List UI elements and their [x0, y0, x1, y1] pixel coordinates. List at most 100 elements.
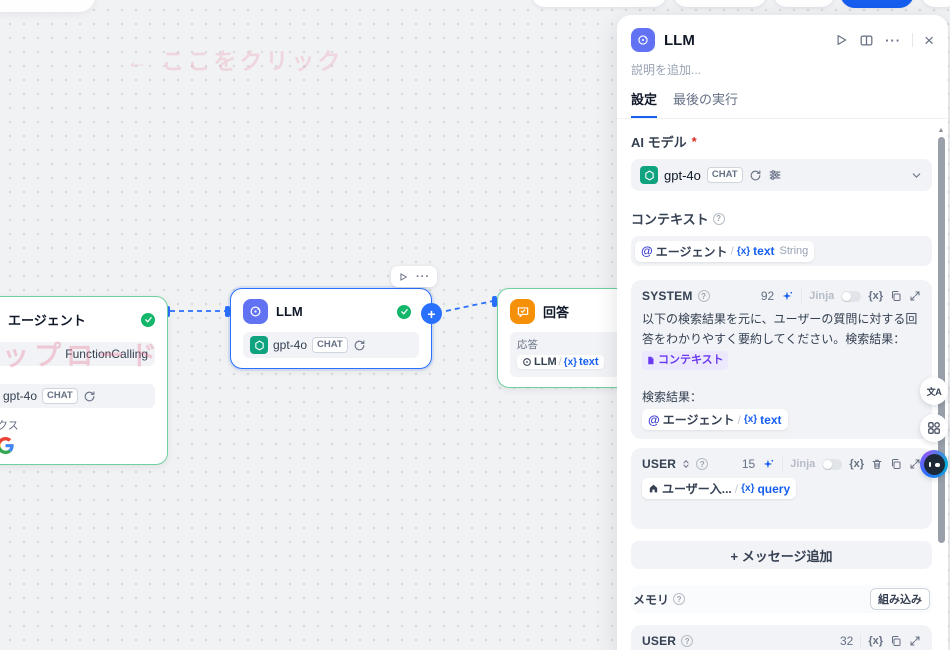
memory-builtin-badge: 組み込み: [870, 588, 930, 611]
split-view-icon[interactable]: [859, 33, 874, 48]
info-icon: ?: [697, 290, 710, 302]
run-node-icon[interactable]: [398, 272, 408, 282]
apps-grid-button[interactable]: [920, 414, 948, 442]
success-check-icon: [141, 312, 155, 327]
robot-face-icon: [923, 453, 945, 475]
tab-last-run[interactable]: 最後の実行: [673, 92, 739, 107]
more-icon[interactable]: ···: [885, 32, 902, 48]
context-badge: コンテキスト: [642, 350, 728, 370]
model-selector[interactable]: gpt-4o CHAT: [631, 159, 932, 191]
chip-slash: /: [737, 412, 741, 427]
chip-var-type: String: [779, 245, 809, 257]
openai-icon: [250, 336, 268, 354]
copy-icon[interactable]: [890, 290, 902, 302]
translate-button[interactable]: 文A: [920, 377, 948, 405]
model-type-badge: CHAT: [706, 167, 743, 183]
model-section-label: AI モデル: [631, 135, 687, 150]
answer-output-label: 応答: [517, 339, 538, 351]
chip-var-name: text: [760, 412, 782, 427]
tab-settings[interactable]: 設定: [631, 89, 658, 118]
chip-node-name: エージェント: [662, 413, 735, 428]
model-name: gpt-4o: [664, 167, 701, 183]
llm-panel-icon: [631, 28, 655, 52]
expand-icon[interactable]: [909, 458, 921, 470]
agent-mini-icon: @: [648, 412, 660, 427]
agent-node[interactable]: エージェント FunctionCalling gpt-4o CHAT ボックス …: [0, 296, 168, 465]
info-icon: ?: [681, 635, 694, 648]
memory-user-card[interactable]: USER ? 32 {x} ユーザー入...: [631, 625, 932, 650]
run-icon[interactable]: [834, 33, 848, 47]
copy-icon[interactable]: [890, 635, 902, 647]
token-count: 92: [760, 289, 775, 303]
jinja-toggle[interactable]: [822, 458, 843, 470]
chip-slash: /: [730, 244, 734, 258]
chip-var-name: query: [757, 481, 791, 496]
variable-icon: {x}: [741, 483, 755, 495]
llm-model-row: gpt-4o CHAT: [243, 332, 419, 358]
answer-variable-chip[interactable]: LLM / {x} text: [517, 355, 604, 369]
node-more-icon[interactable]: ···: [416, 270, 430, 283]
context-field[interactable]: @ エージェント / {x} text String: [631, 236, 932, 266]
delete-icon[interactable]: [871, 458, 883, 470]
agent-model-row: gpt-4o CHAT: [0, 384, 155, 408]
home-icon: [649, 484, 658, 493]
variable-insert-icon[interactable]: {x}: [868, 290, 883, 302]
expand-icon[interactable]: [909, 290, 921, 302]
chip-node-name: ユーザー入...: [662, 482, 732, 497]
divider: [912, 33, 914, 47]
divider: [860, 634, 862, 649]
user-prompt-card[interactable]: USER ? 15 Jinja {x}: [631, 448, 932, 530]
variable-insert-icon[interactable]: {x}: [849, 458, 864, 471]
system-variable-chip[interactable]: @ エージェント / {x} text: [642, 409, 788, 431]
token-count: 32: [839, 634, 854, 649]
role-label: USER: [642, 634, 677, 649]
role-label: USER: [642, 457, 677, 472]
role-switch-icon[interactable]: [681, 459, 691, 469]
jinja-label: Jinja: [790, 458, 816, 471]
llm-node-icon: [243, 299, 268, 324]
generate-sparkle-icon[interactable]: [762, 458, 775, 471]
context-variable-chip[interactable]: @ エージェント / {x} text String: [635, 240, 815, 262]
llm-node[interactable]: LLM gpt-4o CHAT +: [230, 288, 442, 369]
llm-model-name: gpt-4o: [273, 338, 308, 352]
variable-insert-icon[interactable]: {x}: [868, 635, 883, 648]
model-feature-icon: [353, 339, 366, 352]
top-button-3[interactable]: [772, 0, 836, 8]
system-prompt-text[interactable]: 以下の検索結果を元に、ユーザーの質問に対する回答をわかりやすく要約してください。…: [642, 312, 918, 347]
variable-icon: {x}: [563, 356, 578, 368]
description-placeholder[interactable]: 説明を追加...: [631, 63, 702, 77]
memory-section[interactable]: メモリ ? 組み込み: [631, 585, 932, 614]
top-button-4[interactable]: [920, 0, 950, 8]
agent-strategy-row: FunctionCalling: [0, 342, 155, 366]
user-variable-chip[interactable]: ユーザー入... / {x} query: [642, 478, 797, 500]
jinja-label: Jinja: [809, 290, 835, 302]
variable-icon: {x}: [736, 245, 751, 257]
node-hover-toolbar[interactable]: ···: [391, 266, 437, 287]
plus-icon: +: [427, 305, 436, 322]
canvas-hint-click-here: ← ここをクリック: [126, 48, 344, 74]
system-prompt-card[interactable]: SYSTEM ? 92 Jinja {x}: [631, 280, 932, 440]
expand-icon[interactable]: [909, 635, 921, 647]
generate-sparkle-icon[interactable]: [781, 290, 794, 303]
scrollbar-up-arrow[interactable]: ▲: [937, 127, 945, 134]
agent-toolbox-label: ボックス: [0, 420, 19, 432]
panel-title: LLM: [664, 31, 695, 49]
add-message-button[interactable]: + メッセージ追加: [631, 541, 932, 570]
model-params-icon[interactable]: [768, 168, 782, 182]
memory-label: メモリ: [633, 592, 670, 607]
scrollbar-thumb[interactable]: [938, 137, 945, 543]
model-feature-icon[interactable]: [749, 169, 762, 182]
chip-slash: /: [558, 356, 562, 368]
copy-icon[interactable]: [890, 458, 902, 470]
google-tool-icon[interactable]: [0, 437, 14, 454]
chip-node-name: エージェント: [655, 244, 728, 259]
add-next-node-button[interactable]: +: [421, 303, 442, 324]
assistant-chatbot-button[interactable]: [920, 450, 948, 478]
publish-button[interactable]: [840, 0, 914, 8]
top-button-2[interactable]: [672, 0, 768, 8]
top-button-1[interactable]: [530, 0, 668, 8]
jinja-toggle[interactable]: [841, 290, 862, 302]
close-icon[interactable]: ×: [924, 30, 934, 50]
add-message-label: + メッセージ追加: [730, 548, 833, 564]
llm-mini-icon: [523, 358, 531, 366]
